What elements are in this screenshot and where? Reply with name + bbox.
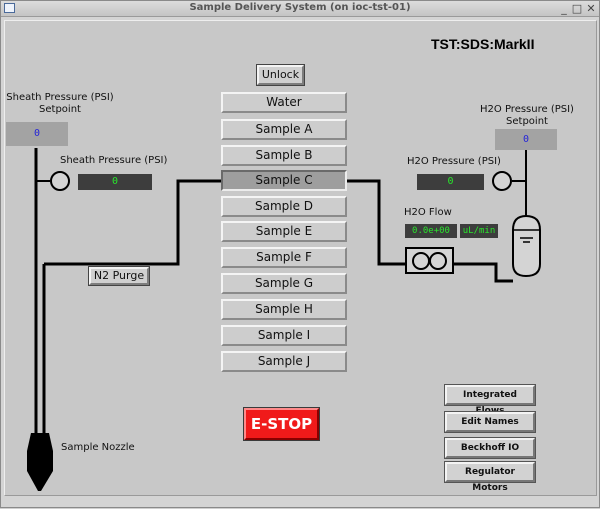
sample-button-c[interactable]: Sample C — [221, 170, 347, 191]
h2o-pressure-label: H2O Pressure (PSI) — [407, 156, 501, 167]
sheath-pressure-label: Sheath Pressure (PSI) — [60, 155, 168, 166]
maximize-icon[interactable]: □ — [571, 2, 583, 15]
h2o-flow-readback: 0.0e+00 — [405, 224, 457, 238]
h2o-flow-label: H2O Flow — [404, 207, 452, 218]
minimize-icon[interactable]: _ — [561, 2, 567, 15]
sample-button-g[interactable]: Sample G — [221, 273, 347, 294]
h2o-setpoint-label: H2O Pressure (PSI) Setpoint — [480, 104, 574, 127]
sample-nozzle-label: Sample Nozzle — [61, 442, 135, 453]
h2o-pressure-readback: 0 — [417, 174, 484, 190]
sample-button-i[interactable]: Sample I — [221, 325, 347, 346]
integrated-flows-button[interactable]: Integrated Flows — [444, 384, 536, 416]
close-icon[interactable]: ✕ — [586, 2, 596, 15]
sheath-setpoint-label: Sheath Pressure (PSI) Setpoint — [6, 92, 114, 115]
beckhoff-io-button[interactable]: Beckhoff IO — [444, 437, 536, 459]
h2o-pressure-gauge-icon — [492, 171, 512, 191]
window-title: Sample Delivery System (on ioc-tst-01) — [189, 2, 411, 13]
sample-button-e[interactable]: Sample E — [221, 221, 347, 242]
n2-purge-button[interactable]: N2 Purge — [88, 266, 150, 286]
h2o-flow-unit: uL/min — [460, 224, 498, 238]
sample-button-water[interactable]: Water — [221, 92, 347, 113]
sheath-pressure-gauge-icon — [50, 171, 70, 191]
unlock-button[interactable]: Unlock — [256, 64, 305, 86]
water-reservoir-icon — [512, 214, 541, 278]
sample-button-j[interactable]: Sample J — [221, 351, 347, 372]
sheath-pressure-readback: 0 — [78, 174, 152, 190]
sample-button-d[interactable]: Sample D — [221, 196, 347, 217]
sample-button-h[interactable]: Sample H — [221, 299, 347, 320]
estop-button[interactable]: E-STOP — [243, 407, 320, 441]
edit-names-button[interactable]: Edit Names — [444, 411, 536, 433]
sheath-setpoint-input[interactable]: 0 — [6, 122, 68, 146]
nozzle-shape — [27, 433, 53, 491]
flow-meter-icon — [405, 247, 454, 274]
sample-button-a[interactable]: Sample A — [221, 119, 347, 140]
sample-button-b[interactable]: Sample B — [221, 145, 347, 166]
sample-button-f[interactable]: Sample F — [221, 247, 347, 268]
page-title: TST:SDS:MarkII — [431, 36, 535, 52]
window-icon — [4, 3, 15, 13]
regulator-motors-button[interactable]: Regulator Motors — [444, 461, 536, 493]
title-bar[interactable]: Sample Delivery System (on ioc-tst-01) _… — [1, 1, 599, 17]
h2o-setpoint-input[interactable]: 0 — [495, 129, 557, 150]
